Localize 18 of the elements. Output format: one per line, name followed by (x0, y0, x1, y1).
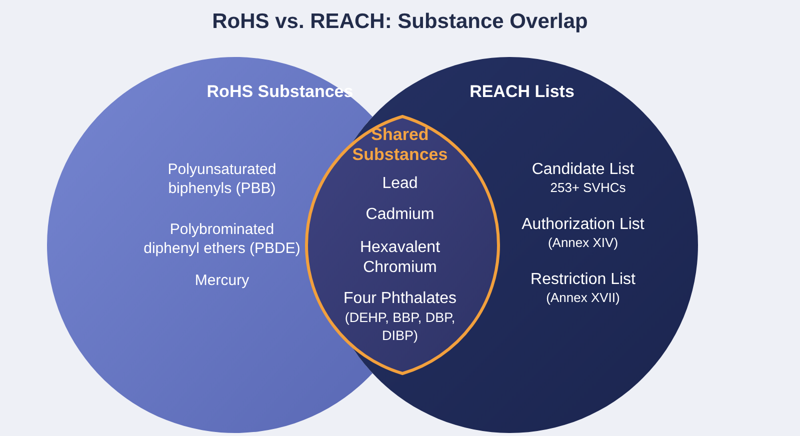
list-name: Candidate List (532, 161, 634, 179)
set-heading: REACH Lists (470, 82, 574, 102)
list-note: 253+ SVHCs (550, 180, 626, 195)
substance-note: (DEHP, BBP, DBP, DIBP) (344, 309, 456, 345)
list-name: Restriction List (530, 271, 636, 289)
substance-label: Hexavalent Chromium (358, 238, 442, 278)
substance-label: Mercury (194, 272, 250, 289)
substance-label: Polybrominated diphenyl ethers (PBDE) (142, 220, 302, 258)
overlap-heading: Shared Substances (351, 125, 449, 165)
substance-label: Lead (382, 175, 418, 193)
overlap-lens (305, 115, 500, 375)
list-note: (Annex XVII) (546, 290, 620, 305)
substance-label: Polyunsaturated biphenyls (PBB) (166, 160, 278, 198)
substance-label: Cadmium (366, 206, 434, 224)
substance-label: Four Phthalates (344, 290, 456, 308)
list-name: Authorization List (522, 216, 644, 234)
diagram-title: RoHS vs. REACH: Substance Overlap (212, 10, 588, 34)
list-note: (Annex XIV) (548, 235, 618, 250)
